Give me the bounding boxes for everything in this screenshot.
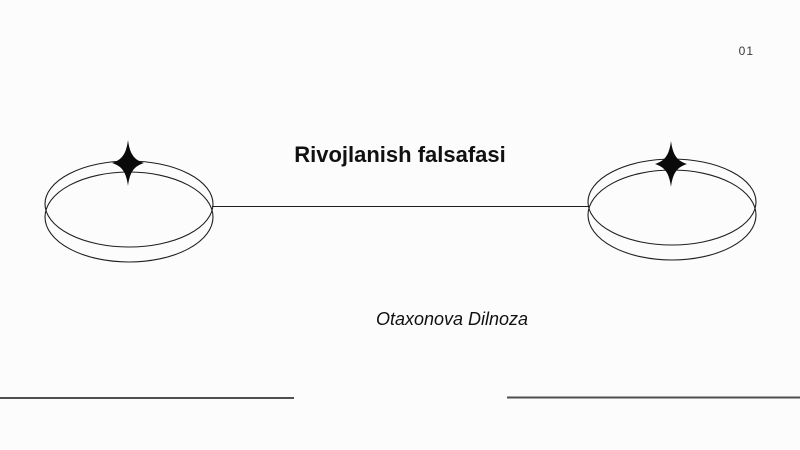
left-loop-lower-ellipse	[44, 171, 214, 263]
slide-subtitle: Otaxonova Dilnoza	[375, 309, 529, 329]
left-sparkle-icon	[112, 140, 144, 186]
right-sparkle-icon	[655, 141, 687, 187]
page-number: 01	[738, 44, 754, 58]
right-loop-lower-ellipse	[587, 169, 757, 261]
slide-title: Rivojlanish falsafasi	[294, 142, 506, 167]
left-loop-shape	[44, 140, 214, 263]
right-loop-shape	[587, 141, 757, 261]
